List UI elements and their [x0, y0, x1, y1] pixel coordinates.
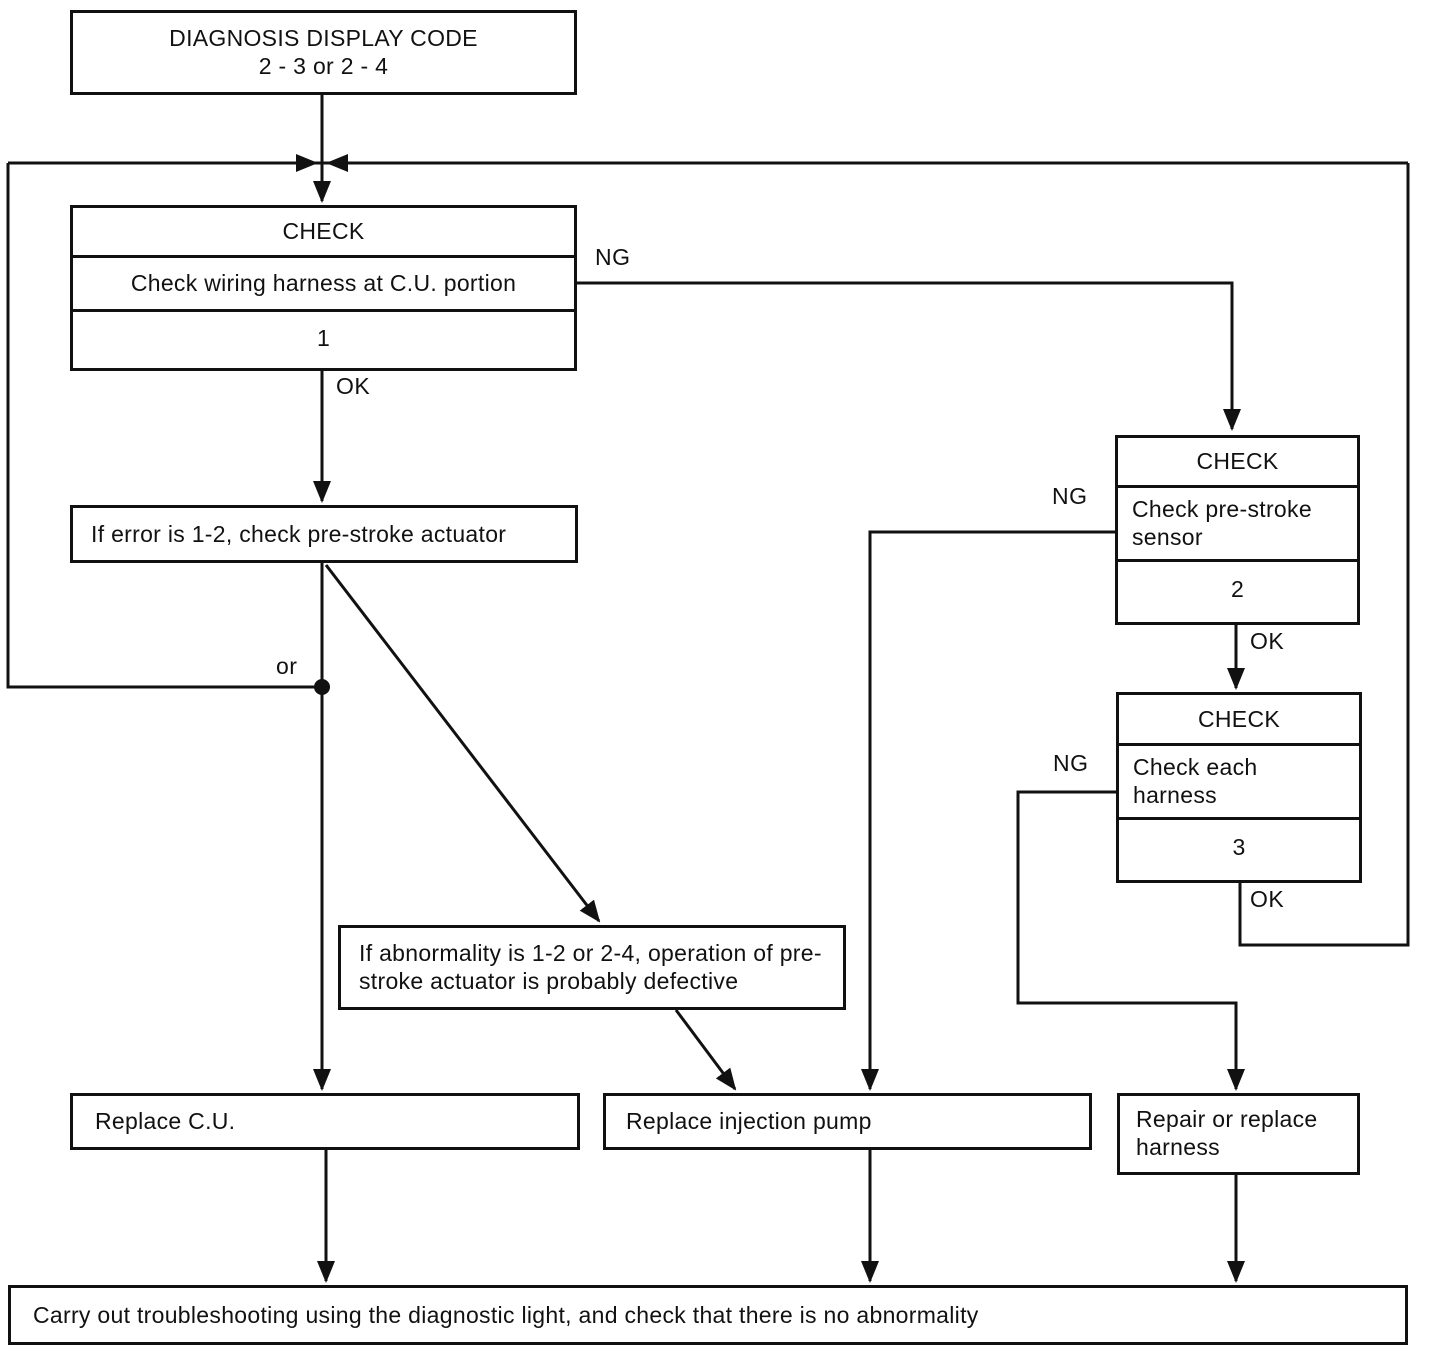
if-error-box: If error is 1-2, check pre-stroke actuat… [70, 505, 578, 563]
edge-check1-ng [577, 281, 1241, 431]
check2-ok-label: OK [1250, 628, 1285, 655]
check3-header: CHECK [1119, 695, 1359, 746]
check2-box: CHECK Check pre-stroke sensor 2 [1115, 435, 1360, 625]
final-instruction-box: Carry out troubleshooting using the diag… [8, 1285, 1408, 1345]
if-error-text: If error is 1-2, check pre-stroke actuat… [91, 520, 507, 547]
check1-header: CHECK [73, 208, 574, 258]
diagnosis-title-line1: DIAGNOSIS DISPLAY CODE [169, 24, 478, 51]
edge-ifabnormality-to-replacepump [674, 1009, 737, 1091]
check3-body: Check each harness [1119, 746, 1359, 820]
check3-box: CHECK Check each harness 3 [1116, 692, 1362, 883]
replace-injection-pump-box: Replace injection pump [603, 1093, 1092, 1150]
edge-iferror-to-ifabnormality [324, 564, 601, 923]
final-instruction-text: Carry out troubleshooting using the diag… [33, 1301, 979, 1328]
loop-arrow-right [326, 154, 348, 172]
check3-step-number: 3 [1232, 833, 1246, 860]
repair-or-replace-harness-text: Repair or replace harness [1136, 1106, 1318, 1160]
check1-body: Check wiring harness at C.U. portion [73, 258, 574, 312]
check1-step-number: 1 [316, 324, 331, 351]
check2-header: CHECK [1118, 438, 1357, 488]
diagnosis-title-line2: 2 - 3 or 2 - 4 [258, 52, 389, 79]
or-junction-dot [314, 679, 330, 695]
repair-or-replace-harness-box: Repair or replace harness [1117, 1093, 1360, 1175]
check1-ng-label: NG [595, 244, 631, 271]
check2-step-number: 2 [1230, 575, 1245, 602]
check2-ng-label: NG [1052, 483, 1088, 510]
replace-cu-box: Replace C.U. [70, 1093, 580, 1150]
check3-ng-label: NG [1053, 750, 1089, 777]
replace-cu-text: Replace C.U. [95, 1108, 236, 1134]
check1-ok-label: OK [336, 373, 371, 400]
loop-arrow-left [296, 154, 318, 172]
if-abnormality-text: If abnormality is 1-2 or 2-4, operation … [359, 939, 822, 994]
replace-injection-pump-text: Replace injection pump [626, 1108, 872, 1134]
edge-check2-ng [861, 530, 1115, 1091]
check2-body: Check pre-stroke sensor [1118, 488, 1357, 562]
or-label: or [276, 653, 298, 680]
check1-box: CHECK Check wiring harness at C.U. porti… [70, 205, 577, 371]
if-abnormality-box: If abnormality is 1-2 or 2-4, operation … [338, 925, 846, 1010]
diagnosis-display-code-box: DIAGNOSIS DISPLAY CODE 2 - 3 or 2 - 4 [70, 10, 577, 95]
check3-ok-label: OK [1250, 886, 1285, 913]
